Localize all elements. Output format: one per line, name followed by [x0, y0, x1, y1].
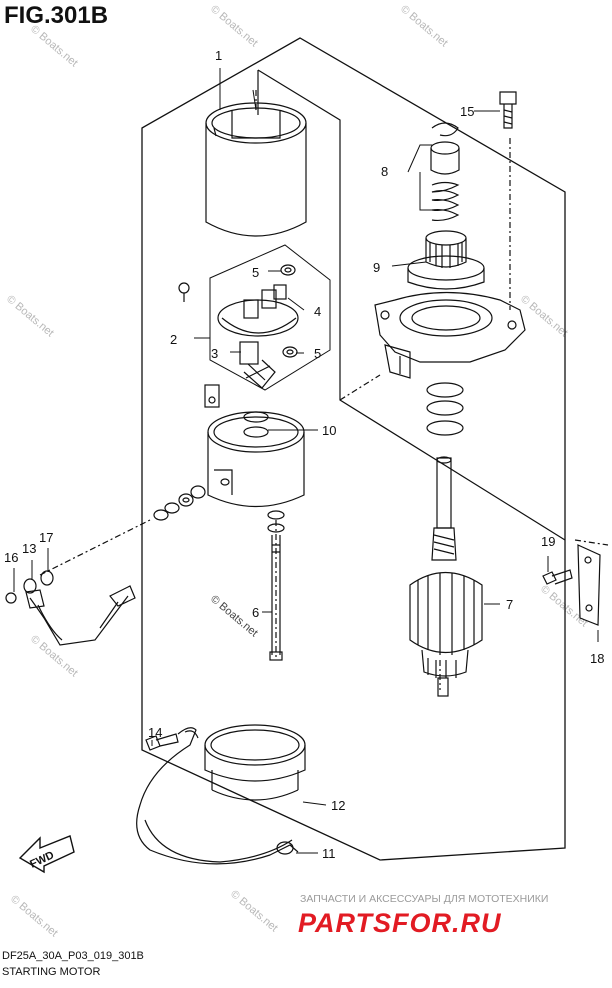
leader-lines — [13, 68, 599, 854]
callout-labels: 1 2 3 4 5 5 6 7 8 9 10 11 12 13 14 15 16… — [4, 48, 604, 871]
figure-name: STARTING MOTOR — [2, 966, 101, 978]
callout-15: 15 — [460, 104, 474, 119]
callout-9: 9 — [373, 260, 380, 275]
armature — [409, 456, 483, 697]
watermark-text: © Boats.net — [398, 3, 450, 49]
bracket-18 — [577, 544, 601, 626]
drive-housing — [374, 291, 526, 379]
callout-3: 3 — [211, 346, 218, 361]
shim-set — [426, 382, 464, 436]
watermark-text: © Boats.net — [4, 293, 56, 339]
bolt-15 — [499, 91, 517, 129]
callout-1: 1 — [215, 48, 222, 63]
callout-4: 4 — [314, 304, 321, 319]
fwd-arrow — [18, 835, 75, 874]
fwd-label: FWD — [28, 849, 56, 870]
shop-logo[interactable]: PARTSFOR.RU — [298, 908, 502, 938]
figure-code: DF25A_30A_P03_019_301B — [2, 950, 144, 962]
watermarks: © Boats.net © Boats.net © Boats.net © Bo… — [4, 3, 590, 939]
nut — [282, 346, 298, 358]
end-cap — [207, 411, 305, 508]
watermark-text: © Boats.net — [8, 893, 60, 939]
bolt-14 — [145, 733, 179, 751]
callout-10: 10 — [322, 423, 336, 438]
watermark-text: © Boats.net — [228, 888, 280, 934]
callout-2: 2 — [170, 332, 177, 347]
callout-19: 19 — [541, 534, 555, 549]
callout-7: 7 — [506, 597, 513, 612]
callout-18: 18 — [590, 651, 604, 666]
callout-17: 17 — [39, 530, 53, 545]
callout-14: 14 — [148, 725, 162, 740]
brush-holder — [178, 244, 331, 391]
callout-13: 13 — [22, 541, 36, 556]
callout-12: 12 — [331, 798, 345, 813]
pinion-gear — [407, 230, 485, 290]
center-line — [39, 519, 151, 576]
band — [204, 724, 306, 801]
washer — [243, 411, 269, 423]
watermark-text: © Boats.net — [518, 293, 570, 339]
callout-11: 11 — [322, 846, 336, 861]
watermark-text: © Boats.net — [538, 583, 590, 629]
terminal-bolt — [239, 341, 276, 389]
callout-5: 5 — [252, 265, 259, 280]
shop-tagline: ЗАПЧАСТИ И АКСЕССУАРЫ ДЛЯ МОТОТЕХНИКИ — [300, 893, 549, 905]
callout-8: 8 — [381, 164, 388, 179]
pinion-spring-set — [430, 122, 460, 222]
assembly-outline — [141, 37, 566, 861]
nut — [280, 264, 296, 276]
small-bracket — [204, 384, 220, 408]
watermark-text: © Boats.net — [28, 23, 80, 69]
center-line — [339, 374, 381, 401]
yoke-housing — [205, 102, 307, 237]
washer-stack — [153, 485, 206, 521]
strap — [136, 727, 299, 865]
cable-lead — [5, 570, 136, 646]
through-bolt — [267, 510, 285, 661]
washer — [243, 426, 269, 438]
callout-5: 5 — [314, 346, 321, 361]
callout-16: 16 — [4, 550, 18, 565]
center-line — [574, 539, 609, 546]
bolt-19 — [542, 569, 573, 585]
watermark-text: © Boats.net — [208, 3, 260, 49]
figure-title: FIG.301B — [4, 2, 109, 29]
callout-6: 6 — [252, 605, 259, 620]
watermark-text: © Boats.net — [28, 633, 80, 679]
